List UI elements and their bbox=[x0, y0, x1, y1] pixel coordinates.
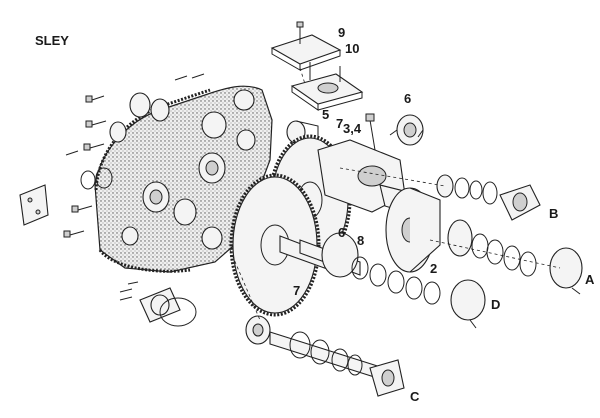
crank-disc-2 bbox=[385, 187, 441, 273]
cover-plate-10 bbox=[290, 62, 364, 111]
cover-plate-9 bbox=[270, 21, 342, 71]
part-label-b: B bbox=[549, 206, 559, 221]
left-seals bbox=[80, 92, 170, 190]
shaft-8 bbox=[299, 232, 361, 278]
left-bolts bbox=[63, 73, 205, 238]
part-label-8: 8 bbox=[357, 233, 365, 248]
part-label-3-4: 3,4 bbox=[343, 121, 362, 136]
part-label-6-mid: 6 bbox=[338, 225, 346, 240]
part-label-7-top: 7 bbox=[336, 116, 344, 131]
part-label-c: C bbox=[410, 389, 420, 404]
assembly-c bbox=[245, 315, 405, 397]
part-label-a: A bbox=[585, 272, 595, 287]
part-label-5: 5 bbox=[322, 107, 330, 122]
assembly-b bbox=[436, 174, 541, 221]
assembly-lines bbox=[229, 67, 561, 321]
part-label-9: 9 bbox=[338, 25, 346, 40]
part-label-6-top: 6 bbox=[404, 91, 412, 106]
left-bracket bbox=[19, 184, 49, 226]
part-label-2: 2 bbox=[430, 261, 438, 276]
assembly-d bbox=[351, 256, 486, 329]
housing-holes bbox=[121, 89, 256, 250]
assembly-a bbox=[447, 219, 583, 295]
part-label-d: D bbox=[491, 297, 501, 312]
diagram-title: SLEY bbox=[35, 33, 69, 48]
bearing-6-top bbox=[389, 114, 424, 146]
lower-flange bbox=[119, 281, 197, 327]
part-label-7-bottom: 7 bbox=[293, 283, 301, 298]
part-label-10: 10 bbox=[345, 41, 360, 56]
